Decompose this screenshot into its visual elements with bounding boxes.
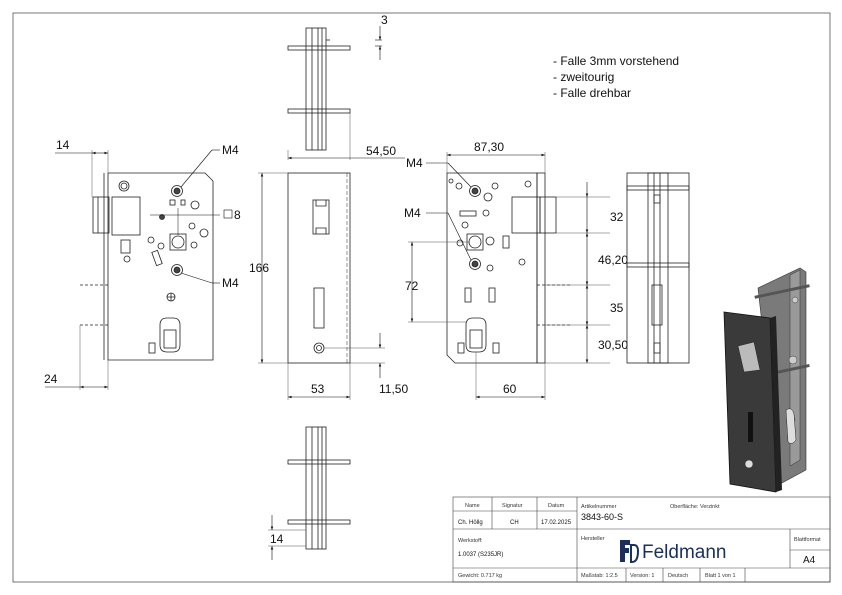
title-block (452, 496, 831, 583)
dim-54-50: 54,50 (366, 144, 396, 158)
brand-name: Feldmann (642, 542, 727, 563)
dim-87-30: 87,30 (474, 140, 504, 154)
tb-sheet: Blatt 1 von 1 (705, 573, 736, 579)
dim-14-top: 14 (56, 138, 70, 152)
tb-format-value: A4 (803, 555, 816, 566)
tb-material-label: Werkstoff: (458, 538, 483, 544)
drawing-border (12, 12, 831, 583)
side-view-right (408, 152, 610, 400)
lock-3d-render (723, 267, 810, 493)
dim-m4-lower: M4 (222, 276, 239, 290)
dim-m4-right-lower: M4 (404, 206, 421, 220)
dim-72: 72 (405, 279, 419, 293)
dim-14-bottom: 14 (270, 532, 284, 546)
note-line: - Falle 3mm vorstehend (553, 54, 679, 68)
tb-name-value: Ch. Höllg (458, 520, 483, 526)
tb-article-value: 3843-60-S (581, 512, 623, 522)
tb-date-value: 17.02.2025 (541, 520, 572, 526)
dim-m4-right-upper: M4 (406, 156, 423, 170)
tb-language: Deutsch (668, 573, 688, 579)
dim-m4-upper: M4 (222, 143, 239, 157)
dim-3: 3 (381, 13, 388, 27)
dim-46-20: 46,20 (598, 253, 628, 267)
tb-version: Version: 1 (630, 573, 654, 579)
note-line: - zweitourig (553, 70, 614, 84)
dim-53: 53 (311, 382, 325, 396)
dim-60: 60 (503, 382, 517, 396)
tb-surface: Oberfläche: Verzinkt (670, 504, 720, 510)
tb-weight: Gewicht: 0.717 kg (458, 573, 502, 579)
notes: - Falle 3mm vorstehend - zweitourig - Fa… (553, 54, 679, 100)
tb-format-label: Blattformat (794, 537, 821, 543)
dim-32: 32 (610, 210, 624, 224)
side-view-left (45, 149, 233, 390)
tb-signature-value: CH (510, 520, 519, 526)
tb-article-label: Artikelnummer (581, 504, 617, 510)
bottom-view (268, 426, 351, 560)
tb-signature-header: Signatur (502, 503, 523, 509)
tb-name-header: Name (465, 503, 480, 509)
dim-35: 35 (610, 301, 624, 315)
front-plate-view (258, 172, 385, 400)
top-view (287, 26, 405, 160)
dim-square-8: 8 (234, 208, 241, 222)
note-line: - Falle drehbar (553, 86, 631, 100)
dim-166: 166 (249, 261, 269, 275)
edge-view (626, 172, 690, 364)
tb-date-header: Datum (548, 503, 565, 509)
tb-maker-label: Hersteller (581, 536, 605, 542)
dim-11-50: 11,50 (379, 382, 408, 396)
dim-24: 24 (44, 372, 58, 386)
tb-material-value: 1.0037 (S235JR) (458, 552, 503, 558)
tb-scale: Maßstab: 1:2.5 (581, 573, 618, 579)
feldmann-logo (620, 540, 640, 563)
dim-30-50: 30,50 (598, 338, 628, 352)
